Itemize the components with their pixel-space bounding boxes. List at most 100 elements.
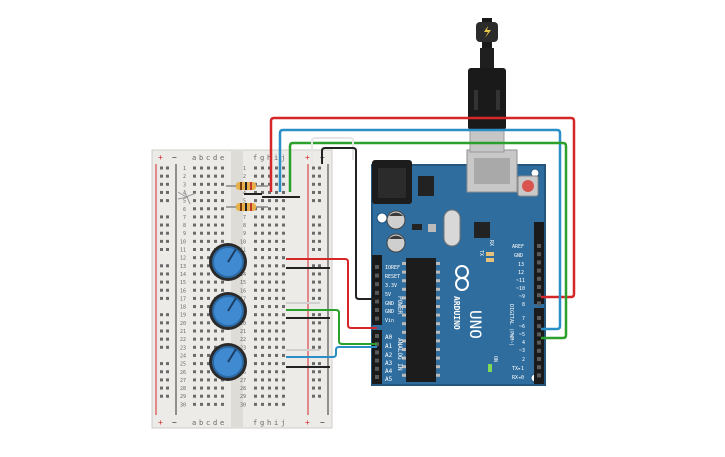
rail-hole[interactable]: [160, 386, 163, 390]
breadboard-hole[interactable]: [275, 378, 278, 382]
breadboard-hole[interactable]: [193, 174, 196, 178]
breadboard-hole[interactable]: [275, 337, 278, 341]
breadboard-hole[interactable]: [214, 239, 217, 243]
rail-hole[interactable]: [312, 239, 315, 243]
breadboard-hole[interactable]: [207, 280, 210, 284]
breadboard-hole[interactable]: [275, 353, 278, 357]
breadboard-hole[interactable]: [200, 199, 203, 203]
breadboard-hole[interactable]: [282, 321, 285, 325]
header-pin[interactable]: [375, 273, 379, 278]
rail-hole[interactable]: [318, 370, 321, 374]
breadboard-hole[interactable]: [261, 272, 264, 276]
breadboard-hole[interactable]: [254, 378, 257, 382]
breadboard-hole[interactable]: [261, 370, 264, 374]
rail-hole[interactable]: [312, 313, 315, 317]
breadboard-hole[interactable]: [200, 272, 203, 276]
rail-hole[interactable]: [318, 313, 321, 317]
rail-hole[interactable]: [318, 378, 321, 382]
breadboard-hole[interactable]: [282, 345, 285, 349]
breadboard-hole[interactable]: [268, 378, 271, 382]
breadboard[interactable]: + − + − + − + − a b c d e f g h i j a b …: [151, 149, 333, 429]
rail-hole[interactable]: [160, 223, 163, 227]
rail-hole[interactable]: [312, 272, 315, 276]
breadboard-hole[interactable]: [193, 272, 196, 276]
breadboard-hole[interactable]: [275, 182, 278, 186]
breadboard-hole[interactable]: [200, 296, 203, 300]
header-pin[interactable]: [375, 282, 379, 287]
rail-hole[interactable]: [312, 223, 315, 227]
breadboard-hole[interactable]: [200, 223, 203, 227]
breadboard-hole[interactable]: [200, 174, 203, 178]
breadboard-hole[interactable]: [275, 305, 278, 309]
breadboard-hole[interactable]: [268, 280, 271, 284]
breadboard-hole[interactable]: [275, 199, 278, 203]
breadboard-hole[interactable]: [200, 231, 203, 235]
rail-hole[interactable]: [318, 264, 321, 268]
rail-hole[interactable]: [160, 370, 163, 374]
breadboard-hole[interactable]: [221, 394, 224, 398]
rail-hole[interactable]: [318, 329, 321, 333]
header-pin[interactable]: [375, 334, 379, 338]
breadboard-hole[interactable]: [282, 305, 285, 309]
breadboard-hole[interactable]: [254, 288, 257, 292]
rail-hole[interactable]: [166, 264, 169, 268]
header-pin[interactable]: [537, 276, 541, 281]
rail-hole[interactable]: [318, 280, 321, 284]
header-pin[interactable]: [537, 357, 541, 361]
rail-hole[interactable]: [160, 321, 163, 325]
header-pin[interactable]: [375, 308, 379, 312]
breadboard-hole[interactable]: [200, 215, 203, 219]
breadboard-hole[interactable]: [254, 329, 257, 333]
breadboard-hole[interactable]: [200, 337, 203, 341]
breadboard-hole[interactable]: [268, 402, 271, 406]
breadboard-hole[interactable]: [221, 174, 224, 178]
breadboard-hole[interactable]: [282, 378, 285, 382]
breadboard-hole[interactable]: [261, 248, 264, 251]
breadboard-hole[interactable]: [200, 182, 203, 186]
breadboard-hole[interactable]: [221, 288, 224, 292]
breadboard-hole[interactable]: [214, 394, 217, 398]
breadboard-hole[interactable]: [214, 329, 217, 333]
breadboard-hole[interactable]: [207, 256, 210, 260]
rail-hole[interactable]: [160, 345, 163, 349]
breadboard-hole[interactable]: [207, 394, 210, 398]
rail-hole[interactable]: [166, 280, 169, 284]
breadboard-hole[interactable]: [207, 305, 210, 309]
breadboard-hole[interactable]: [268, 305, 271, 309]
rail-hole[interactable]: [312, 215, 315, 219]
breadboard-hole[interactable]: [254, 264, 257, 268]
breadboard-hole[interactable]: [200, 353, 203, 357]
breadboard-hole[interactable]: [214, 337, 217, 341]
wire-black-gnd[interactable]: [321, 147, 377, 300]
breadboard-hole[interactable]: [193, 305, 196, 309]
breadboard-hole[interactable]: [207, 402, 210, 406]
header-pin[interactable]: [375, 299, 379, 304]
rail-hole[interactable]: [166, 215, 169, 219]
breadboard-hole[interactable]: [207, 215, 210, 219]
breadboard-hole[interactable]: [268, 329, 271, 333]
rail-hole[interactable]: [166, 231, 169, 235]
digital-header-bottom[interactable]: [534, 308, 544, 384]
resistor-2[interactable]: [226, 203, 268, 211]
breadboard-hole[interactable]: [221, 199, 224, 203]
breadboard-hole[interactable]: [282, 394, 285, 398]
breadboard-hole[interactable]: [207, 223, 210, 227]
breadboard-hole[interactable]: [200, 345, 203, 349]
breadboard-hole[interactable]: [207, 272, 210, 276]
breadboard-hole[interactable]: [268, 296, 271, 300]
rail-hole[interactable]: [160, 296, 163, 300]
breadboard-hole[interactable]: [275, 402, 278, 406]
breadboard-hole[interactable]: [261, 174, 264, 178]
rail-hole[interactable]: [312, 248, 315, 251]
breadboard-hole[interactable]: [193, 231, 196, 235]
breadboard-hole[interactable]: [261, 264, 264, 268]
breadboard-hole[interactable]: [254, 394, 257, 398]
breadboard-hole[interactable]: [193, 362, 196, 366]
rail-hole[interactable]: [160, 272, 163, 276]
breadboard-hole[interactable]: [268, 313, 271, 317]
rail-hole[interactable]: [166, 239, 169, 243]
rail-hole[interactable]: [318, 223, 321, 227]
breadboard-hole[interactable]: [254, 353, 257, 357]
breadboard-hole[interactable]: [214, 190, 217, 194]
breadboard-hole[interactable]: [261, 199, 264, 203]
